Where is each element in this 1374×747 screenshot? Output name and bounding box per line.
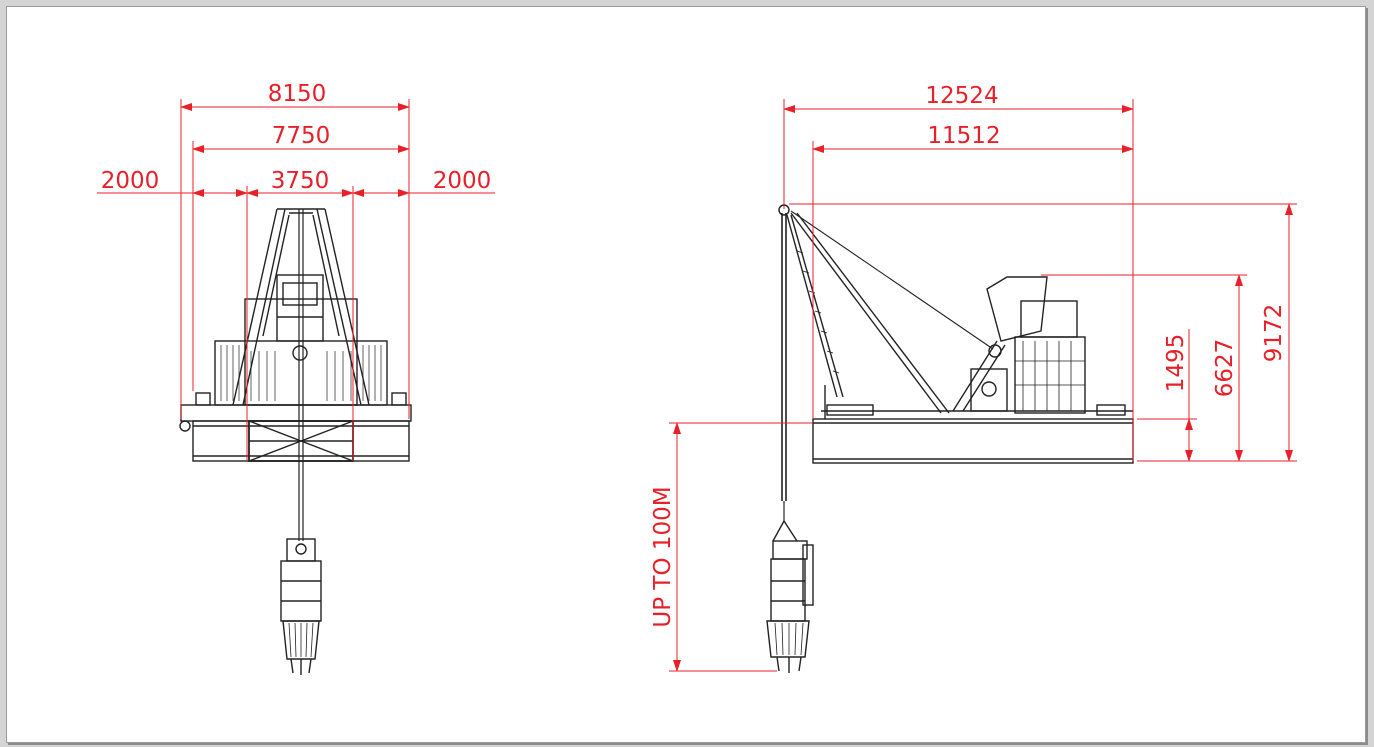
dim-label-center-width: 3750	[271, 168, 330, 194]
front-view-dimensions	[97, 99, 495, 461]
dim-label-boom-height: 9172	[1261, 304, 1287, 363]
dim-label-width-a: 7750	[272, 123, 331, 149]
technical-drawing: 8150 7750 3750 2000 2000 12524 11512 149…	[97, 81, 1297, 675]
dim-label-overall-width: 8150	[268, 81, 327, 107]
dim-label-hull-length: 11512	[927, 123, 1000, 149]
front-view-machine	[179, 208, 412, 675]
drawing-sheet: 8150 7750 3750 2000 2000 12524 11512 149…	[6, 6, 1366, 743]
dim-label-right-offset: 2000	[433, 168, 492, 194]
dim-label-deck-height: 1495	[1163, 334, 1189, 393]
dim-label-cabin-height: 6627	[1212, 339, 1238, 398]
dim-label-left-offset: 2000	[101, 168, 160, 194]
side-view-dimensions	[669, 99, 1297, 672]
dim-label-overall-length: 12524	[925, 83, 998, 109]
dim-label-depth: UP TO 100M	[650, 486, 676, 627]
